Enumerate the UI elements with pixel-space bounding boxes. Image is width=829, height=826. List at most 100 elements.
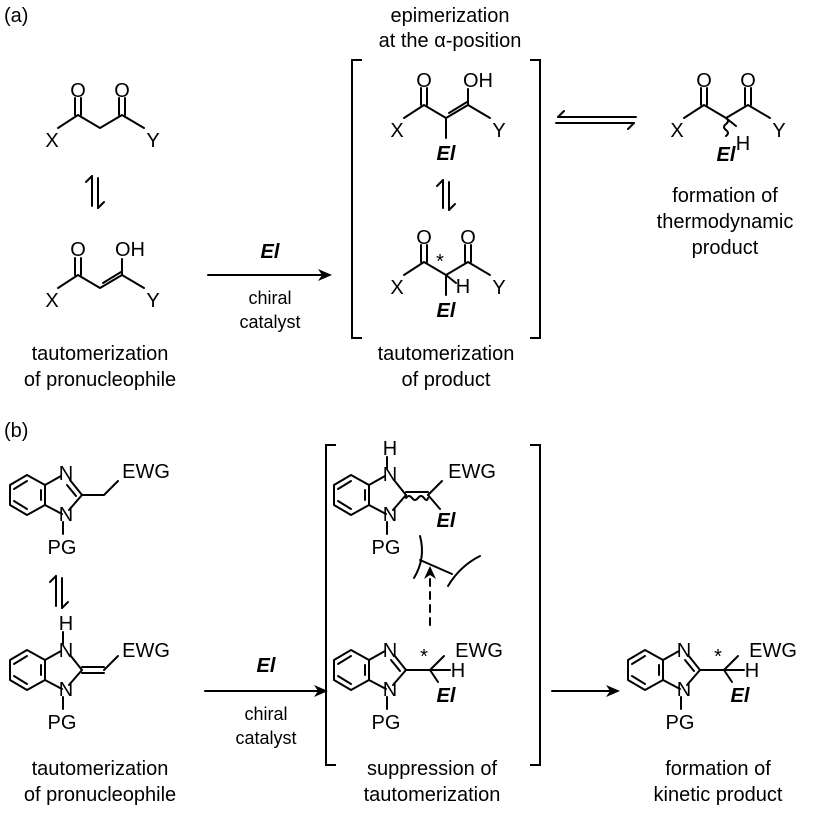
- panel-b-label: (b): [4, 420, 28, 442]
- b2-n-top: N: [59, 640, 73, 662]
- b2-ewg: EWG: [122, 640, 170, 662]
- b2-h: H: [59, 613, 73, 635]
- b3-ewg: EWG: [448, 461, 496, 483]
- a-caption-mid-2: of product: [402, 369, 491, 391]
- a-catalyst-2: catalyst: [239, 312, 300, 332]
- a-bracket-right: [530, 59, 541, 339]
- a-equilibrium-horizontal: [555, 110, 637, 130]
- a3-o: O: [416, 70, 432, 92]
- b1-n-bottom: N: [59, 504, 73, 526]
- a3-el: El: [437, 143, 456, 165]
- a2-y: Y: [146, 290, 159, 312]
- b5-el: El: [731, 685, 750, 707]
- b4-el: El: [437, 685, 456, 707]
- b1-ewg: EWG: [122, 461, 170, 483]
- b3-pg: PG: [372, 537, 401, 559]
- a1-o2: O: [114, 80, 130, 102]
- a1-y: Y: [146, 130, 159, 152]
- b4-star: *: [420, 646, 428, 668]
- b1-n-top: N: [59, 463, 73, 485]
- caption-epimerization-1: epimerization: [391, 5, 510, 27]
- a3-oh: OH: [463, 70, 493, 92]
- b-caption-mid-1: suppression of: [367, 758, 498, 780]
- a3-x: X: [390, 120, 403, 142]
- a2-oh: OH: [115, 239, 145, 261]
- a4-x: X: [390, 277, 403, 299]
- b-catalyst-1: chiral: [244, 704, 287, 724]
- b-enamine-structure: H N N EWG PG: [9, 613, 170, 734]
- b-bracket-right: [530, 444, 541, 766]
- a1-x: X: [45, 130, 58, 152]
- b3-el: El: [437, 510, 456, 532]
- b4-pg: PG: [372, 712, 401, 734]
- a-caption-left-2: of pronucleophile: [24, 369, 176, 391]
- a2-o: O: [70, 239, 86, 261]
- a-enol-product-structure: O OH X Y El: [390, 70, 505, 165]
- a4-y: Y: [492, 277, 505, 299]
- a-bracket-left: [351, 59, 362, 339]
- b3-h: H: [383, 438, 397, 460]
- a4-o2: O: [460, 227, 476, 249]
- b-suppressed-tautomer-structure: H N N EWG El PG: [333, 438, 496, 559]
- b-reagent-el: El: [257, 655, 276, 677]
- b-caption-mid-2: tautomerization: [364, 784, 501, 806]
- b-benzimidazole-structure: N N EWG PG: [9, 461, 170, 559]
- a-enol-structure: O OH X Y: [45, 239, 159, 312]
- b-caption-right-2: kinetic product: [654, 784, 783, 806]
- b5-n-top: N: [677, 640, 691, 662]
- a-reagent-el: El: [261, 241, 280, 263]
- a-keto-product-structure: O O * X Y H El: [390, 227, 505, 322]
- b-caption-left-2: of pronucleophile: [24, 784, 176, 806]
- b2-n-bottom: N: [59, 679, 73, 701]
- a-caption-mid-1: tautomerization: [378, 343, 515, 365]
- a-equilibrium-vertical-mid: [436, 179, 456, 211]
- b3-n-top: N: [383, 464, 397, 486]
- b5-pg: PG: [666, 712, 695, 734]
- b-reaction-arrow: [204, 685, 328, 697]
- a4-el: El: [437, 300, 456, 322]
- a-diketo-structure: O O X Y: [45, 80, 159, 152]
- b-equilibrium-vertical-left: [49, 575, 69, 609]
- a-caption-left-1: tautomerization: [32, 343, 169, 365]
- b5-h: H: [745, 660, 759, 682]
- a5-o2: O: [740, 70, 756, 92]
- a-caption-right-2: thermodynamic: [657, 211, 794, 233]
- a4-h: H: [456, 276, 470, 298]
- b1-pg: PG: [48, 537, 77, 559]
- b-forward-arrow: [551, 685, 620, 697]
- a4-star: *: [436, 251, 444, 273]
- a1-o1: O: [70, 80, 86, 102]
- a5-x: X: [670, 120, 683, 142]
- b5-ewg: EWG: [749, 640, 797, 662]
- b5-star: *: [714, 646, 722, 668]
- b4-n-top: N: [383, 640, 397, 662]
- b3-n-bottom: N: [383, 504, 397, 526]
- b4-ewg: EWG: [455, 640, 503, 662]
- a5-y: Y: [772, 120, 785, 142]
- a2-x: X: [45, 290, 58, 312]
- b-caption-right-1: formation of: [665, 758, 771, 780]
- a-catalyst-1: chiral: [248, 288, 291, 308]
- caption-epimerization-2: at the α-position: [379, 30, 522, 52]
- a-caption-right-1: formation of: [672, 185, 778, 207]
- b-dashed-arrow-up: [424, 566, 436, 626]
- a5-h: H: [736, 133, 750, 155]
- a-caption-right-3: product: [692, 237, 759, 259]
- b5-n-bottom: N: [677, 679, 691, 701]
- b4-n-bottom: N: [383, 679, 397, 701]
- a-equilibrium-vertical-left: [85, 175, 105, 209]
- steric-clash-icon: [413, 535, 481, 587]
- a3-y: Y: [492, 120, 505, 142]
- b-bracket-left: [325, 444, 336, 766]
- a5-o1: O: [696, 70, 712, 92]
- panel-a-label: (a): [4, 5, 28, 27]
- b4-h: H: [451, 660, 465, 682]
- a5-el: El: [717, 144, 736, 166]
- b2-pg: PG: [48, 712, 77, 734]
- a-reaction-arrow: [207, 269, 332, 281]
- b-kinetic-product-structure: N N * EWG H El PG: [627, 640, 797, 734]
- a-thermo-product-structure: O O X Y H El: [670, 70, 785, 166]
- a4-o1: O: [416, 227, 432, 249]
- b-catalyst-2: catalyst: [235, 728, 296, 748]
